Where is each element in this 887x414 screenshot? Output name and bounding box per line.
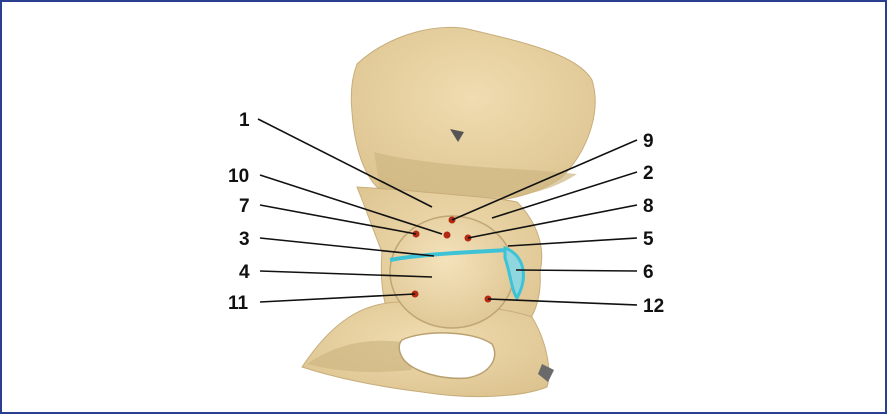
- label-8: 8: [643, 196, 654, 217]
- leader-6: [516, 270, 637, 271]
- label-1: 1: [239, 110, 250, 131]
- label-7: 7: [239, 196, 250, 217]
- label-12: 12: [643, 296, 664, 317]
- marker-10: [444, 232, 451, 239]
- label-9: 9: [643, 131, 654, 152]
- label-3: 3: [239, 229, 250, 250]
- label-11: 11: [228, 293, 249, 314]
- label-5: 5: [643, 229, 654, 250]
- label-4: 4: [239, 262, 250, 283]
- label-6: 6: [643, 262, 654, 283]
- label-2: 2: [643, 163, 654, 184]
- label-10: 10: [228, 166, 249, 187]
